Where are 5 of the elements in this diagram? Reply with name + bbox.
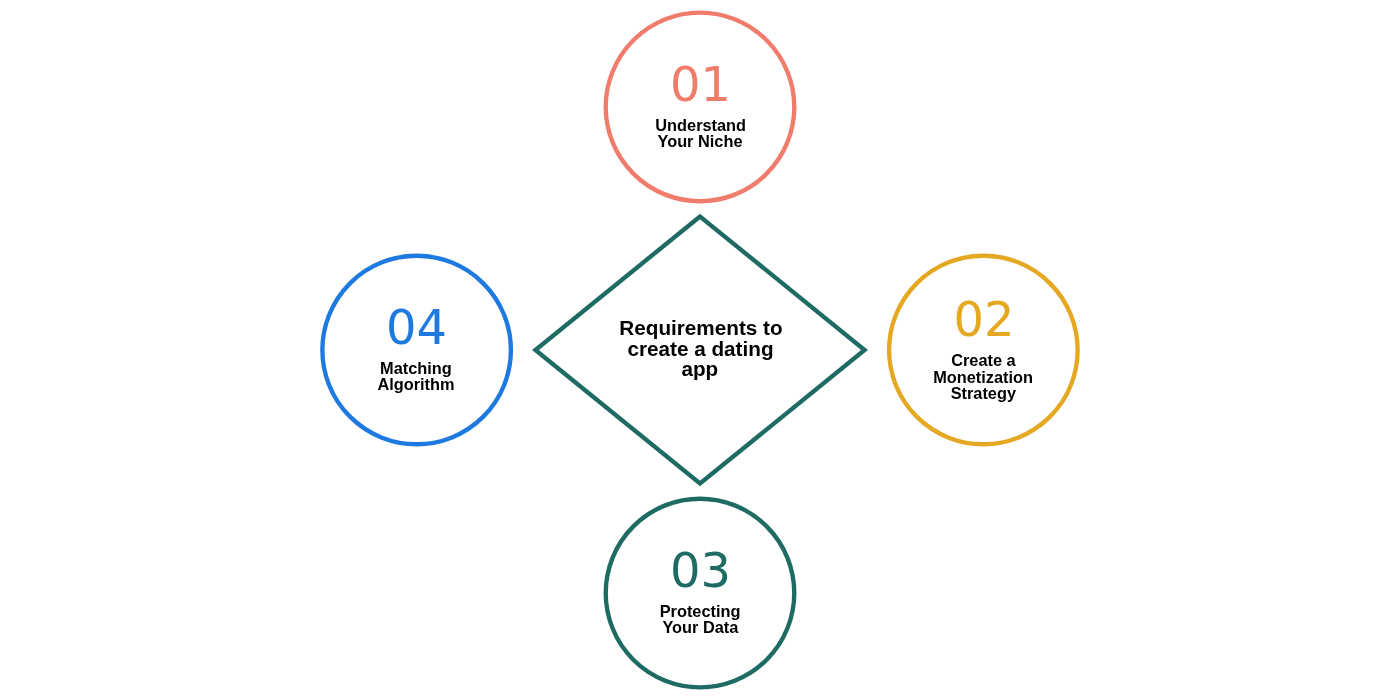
node-circle: 02 Create a Monetization Strategy [886, 253, 1080, 447]
node-circle: 04 Matching Algorithm [320, 253, 514, 447]
node-circle: 03 Protecting Your Data [603, 496, 797, 690]
node-circle: 01 Understand Your Niche [603, 10, 797, 204]
node-diamond: Requirements to create a dating app [531, 213, 869, 487]
